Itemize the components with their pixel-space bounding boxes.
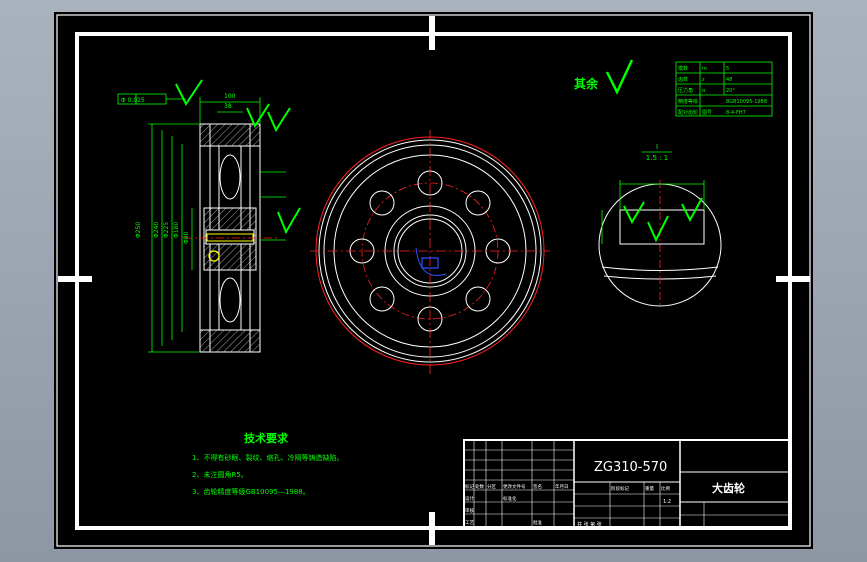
svg-text:100: 100 — [224, 93, 236, 100]
detail-label: I 1.5 : 1 — [642, 143, 672, 162]
svg-text:Φ80: Φ80 — [183, 231, 190, 244]
detail-dimensions — [601, 180, 705, 244]
gear-param-cell: 精度等级 — [678, 98, 698, 105]
gear-param-cell: 5 — [726, 66, 729, 72]
gear-front-view — [310, 130, 550, 374]
drawing-canvas: 100 38 Φ250 Φ240 Φ225 Φ180 Φ80 Φ 0.025 — [54, 12, 813, 549]
gear-param-cell: 8-4-FH7 — [726, 110, 746, 116]
title-block-label: 更改文件号 — [503, 483, 526, 490]
gear-parameter-text: 模数 m 5 齿数 z 48 压力角 α 20° 精度等级 8GB10095-1988 配对齿轮图号 8… — [678, 65, 767, 116]
tech-req-item-1: 1、不得有砂眼、裂纹、缩孔、冷隔等铸造缺陷。 — [192, 453, 343, 462]
title-block-label: 标记 — [465, 483, 474, 490]
svg-text:38: 38 — [224, 103, 232, 110]
gear-param-cell: α — [702, 88, 706, 94]
gear-param-cell: 压力角 — [678, 87, 693, 94]
title-block-label: 签名 — [533, 483, 542, 490]
gear-param-cell: 齿数 — [678, 76, 688, 83]
cad-drawing: 100 38 Φ250 Φ240 Φ225 Φ180 Φ80 Φ 0.025 — [56, 14, 811, 547]
svg-text:Φ250: Φ250 — [135, 222, 142, 238]
title-block — [463, 439, 791, 529]
title-block-label: 设计 — [465, 495, 474, 502]
gear-param-cell: 图号 — [702, 110, 712, 116]
svg-text:Φ180: Φ180 — [173, 222, 180, 238]
roughness-check-icon — [605, 59, 634, 95]
title-block-label: 重量 — [645, 485, 654, 492]
title-block-scale: 1:2 — [663, 499, 671, 505]
title-block-label: 批准 — [533, 519, 542, 526]
material-note: 其余 — [574, 76, 599, 91]
title-block-label: 标准化 — [503, 495, 517, 502]
dimension-text-section: 100 38 Φ250 Φ240 Φ225 Φ180 Φ80 Φ 0.025 — [121, 93, 236, 244]
keyway-section — [206, 233, 254, 262]
tech-req-title: 技术要求 — [244, 431, 289, 445]
svg-text:Φ225: Φ225 — [163, 222, 170, 238]
drawing-number: ZG310-570 — [594, 460, 667, 475]
centering-marks — [58, 16, 810, 545]
detail-view-scale: 1.5 : 1 — [646, 154, 668, 162]
gear-param-cell: 48 — [726, 77, 732, 83]
gear-param-cell: 8GB10095-1988 — [726, 99, 767, 105]
title-block-label: 分区 — [487, 483, 496, 490]
detail-view-i — [598, 180, 722, 308]
title-block-label: 工艺 — [465, 520, 474, 526]
svg-text:Φ240: Φ240 — [153, 222, 160, 238]
title-block-label: 阶段标记 — [611, 485, 629, 492]
title-block-label: 审核 — [465, 507, 474, 514]
roughness-symbols-section — [175, 79, 301, 235]
title-block-labels: 标记处数分区更改文件号签名 年月日设计 标准化审核工艺 批准 阶段标记 重量比例 — [465, 483, 670, 526]
title-block-text: ZG310-570 大齿轮 1:2 共 张 第 张 — [577, 460, 745, 528]
gear-param-cell: 配对齿轮 — [678, 109, 698, 116]
tech-req-item-2: 2、未注圆角R5。 — [192, 470, 248, 479]
title-block-label: 年月日 — [555, 483, 569, 490]
remaining-surface-note: 其余 — [574, 59, 634, 95]
title-block-label: 处数 — [475, 483, 484, 490]
title-block-sheet: 共 张 第 张 — [577, 521, 602, 528]
gear-param-cell: z — [702, 77, 705, 83]
svg-text:Φ 0.025: Φ 0.025 — [121, 97, 145, 104]
gear-param-cell: m — [702, 66, 707, 72]
gear-param-cell: 模数 — [678, 65, 688, 72]
gear-param-cell: 20° — [726, 88, 735, 94]
gear-parameter-table — [675, 61, 773, 117]
technical-requirements: 技术要求 1、不得有砂眼、裂纹、缩孔、冷隔等铸造缺陷。 2、未注圆角R5。 3、… — [192, 431, 343, 496]
part-name: 大齿轮 — [712, 481, 745, 495]
tech-req-item-3: 3、齿轮精度等级GB10095—1988。 — [192, 487, 310, 496]
detail-view-label: I — [656, 143, 658, 151]
title-block-label: 比例 — [661, 485, 670, 492]
